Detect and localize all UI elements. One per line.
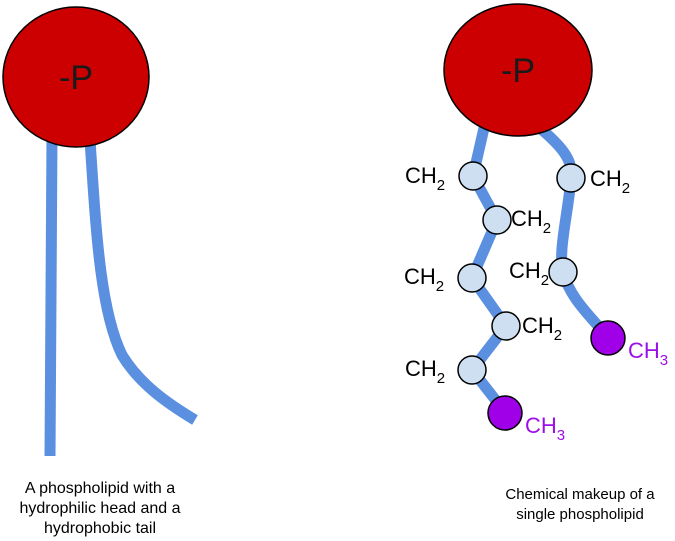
left-phosphate-head [2,6,150,148]
left-head-label: -P [59,59,93,97]
ch2-label: CH2 [404,264,444,295]
ch2-label: CH2 [522,313,562,344]
ch2-node [482,205,512,235]
ch2-label: CH2 [405,163,445,194]
ch2-label: CH2 [509,258,549,289]
chemical-phospholipid: -P CH2 CH2 CH2 CH2 CH2 CH3 CH2 CH2 CH3 [404,3,668,444]
ch2-label: CH2 [511,206,551,237]
simple-phospholipid: -P [2,6,198,457]
caption-simple-phospholipid: A phospholipid with a hydrophilic head a… [0,479,200,539]
right-tail-chain-2 [536,123,613,342]
caption-line: hydrophobic tail [43,520,157,537]
caption-chemical-makeup: Chemical makeup of a single phospholipid [470,485,675,525]
ch3-node [590,320,626,356]
caption-line: A phospholipid with a [24,480,176,497]
ch2-node [548,257,578,287]
right-head-label: -P [501,52,535,90]
ch2-node [491,311,521,341]
caption-line: single phospholipid [516,506,644,523]
ch2-label: CH2 [590,166,630,197]
ch2-node [457,355,487,385]
ch2-node [457,263,487,293]
ch2-node [556,163,586,193]
ch2-label: CH2 [405,356,445,387]
ch3-node [487,395,523,431]
caption-line: Chemical makeup of a [505,486,655,503]
right-phosphate-head [443,3,593,137]
ch3-label: CH3 [525,413,565,444]
caption-line: hydrophilic head and a [19,500,181,517]
ch3-label: CH3 [628,338,668,369]
left-tail-straight [44,134,58,457]
ch2-node [458,161,488,191]
left-tail-bent [84,139,198,425]
